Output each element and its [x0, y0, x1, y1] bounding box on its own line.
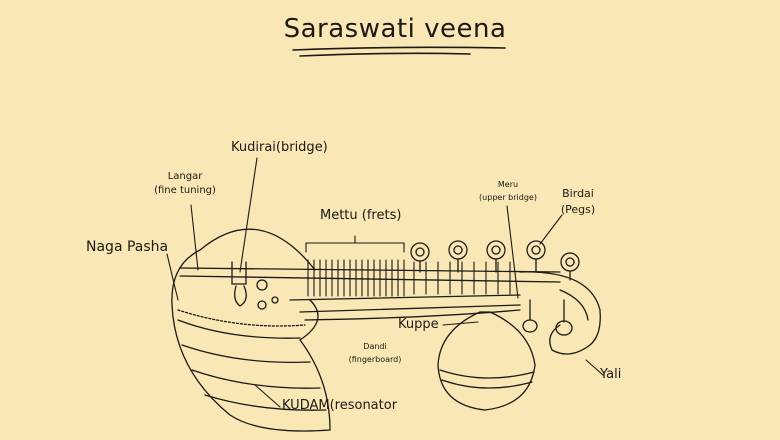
label-kudam: KUDAM(resonator: [282, 398, 398, 413]
kuppe-gourd: [437, 311, 536, 411]
label-kuppe: Kuppe: [398, 317, 439, 332]
label-langar-desc: (fine tuning): [154, 185, 216, 196]
label-dandi-name: Dandi: [363, 342, 387, 351]
label-birdai-name: Birdai: [562, 187, 594, 200]
label-naga-pasha: Naga Pasha: [86, 239, 169, 255]
label-dandi: Dandi (fingerboard): [340, 340, 410, 366]
kudam-resonator: [171, 228, 331, 432]
page-title: Saraswati veena: [283, 14, 507, 44]
label-dandi-desc: (fingerboard): [348, 355, 402, 364]
label-langar-name: Langar: [167, 171, 203, 182]
leader-lines: [166, 157, 604, 408]
mettu-frets: [307, 259, 511, 297]
kudirai-bridge: [231, 261, 247, 307]
label-mettu: Mettu (frets): [320, 208, 402, 223]
label-yali: Yali: [600, 367, 622, 382]
yali-head: [519, 271, 601, 355]
title-underline: [292, 46, 506, 57]
label-langar: Langar (fine tuning): [140, 170, 230, 198]
label-meru-name: Meru: [497, 180, 519, 189]
birdai-pegs: [410, 240, 580, 336]
label-birdai: Birdai (Pegs): [552, 186, 604, 218]
label-birdai-desc: (Pegs): [560, 203, 596, 216]
dandi-fingerboard: [179, 267, 561, 321]
label-meru: Meru (upper bridge): [468, 178, 548, 204]
label-meru-desc: (upper bridge): [479, 193, 537, 202]
label-kudirai: Kudirai(bridge): [231, 140, 328, 155]
